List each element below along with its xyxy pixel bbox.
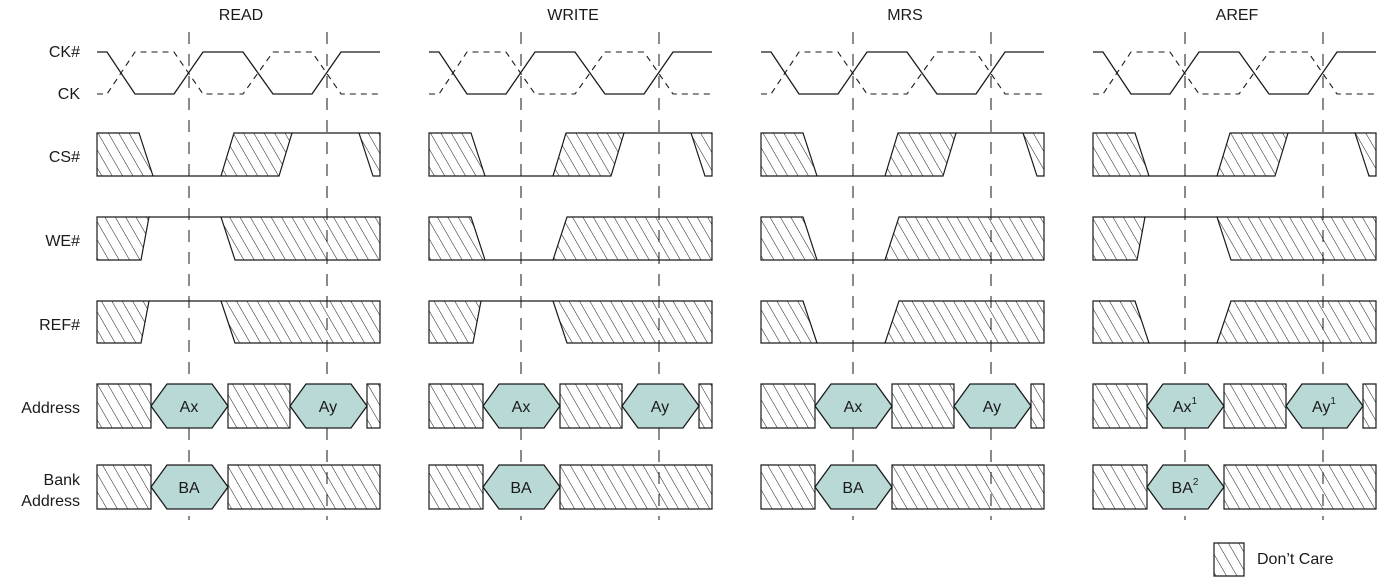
ref-dont-care <box>760 300 818 344</box>
address-value-1: Ax1 <box>1173 396 1198 416</box>
ck-bar-waveform <box>97 51 380 95</box>
signal-label-ck: CK <box>58 86 81 103</box>
legend-dont-care-label: Don’t Care <box>1257 551 1334 568</box>
panel-title: READ <box>219 7 263 24</box>
ck-waveform <box>429 51 712 95</box>
bank-dont-care <box>428 464 484 510</box>
we-dont-care <box>884 216 1045 261</box>
cs-dont-care <box>1022 132 1045 177</box>
cs-dont-care <box>690 132 713 177</box>
address-dont-care <box>559 383 623 429</box>
bank-dont-care <box>96 464 152 510</box>
cs-dont-care <box>1092 132 1150 177</box>
bank-dont-care <box>1223 464 1377 510</box>
address-value-2: Ay1 <box>1312 396 1336 416</box>
address-value-1: Ax <box>844 399 863 416</box>
ck-waveform <box>761 51 1044 95</box>
we-dont-care <box>1216 216 1377 261</box>
ref-dont-care <box>220 300 381 344</box>
signal-label-we: WE# <box>45 233 80 250</box>
bank-dont-care <box>1092 464 1148 510</box>
address-dont-care <box>366 383 381 429</box>
ck-bar-waveform <box>761 51 1044 95</box>
we-dont-care <box>96 216 150 261</box>
address-dont-care <box>698 383 713 429</box>
ref-dont-care <box>1092 300 1150 344</box>
legend: Don’t Care <box>1213 542 1334 577</box>
address-dont-care <box>428 383 484 429</box>
ref-dont-care <box>428 300 482 344</box>
address-dont-care <box>1092 383 1148 429</box>
ck-waveform <box>1093 51 1376 95</box>
cs-dont-care <box>760 132 818 177</box>
bank-dont-care <box>559 464 713 510</box>
bank-dont-care <box>227 464 381 510</box>
address-dont-care <box>1030 383 1045 429</box>
cs-dont-care <box>884 132 957 177</box>
address-value-1: Ax <box>512 399 531 416</box>
address-dont-care <box>760 383 816 429</box>
signal-label-address: Address <box>21 400 80 417</box>
we-dont-care <box>760 216 818 261</box>
cs-dont-care <box>358 132 381 177</box>
bank-address-value: BA2 <box>1172 477 1199 497</box>
signal-label-cs: CS# <box>49 149 80 166</box>
address-value-2: Ay <box>651 399 669 416</box>
signal-label-bank: Bank <box>44 472 81 489</box>
panel-title: MRS <box>887 7 923 24</box>
bank-address-value: BA <box>510 480 532 497</box>
cs-dont-care <box>552 132 625 177</box>
we-dont-care <box>1092 216 1146 261</box>
address-value-2: Ay <box>983 399 1001 416</box>
ref-dont-care <box>884 300 1045 344</box>
address-dont-care <box>891 383 955 429</box>
signal-labels: CK# CK CS# WE# REF# Address Bank Address <box>21 44 81 510</box>
we-dont-care <box>220 216 381 261</box>
ck-waveform <box>97 51 380 95</box>
we-dont-care <box>428 216 486 261</box>
bank-address-value: BA <box>842 480 864 497</box>
address-dont-care <box>1362 383 1377 429</box>
cs-dont-care <box>428 132 486 177</box>
signal-label-ck-bar: CK# <box>49 44 80 61</box>
panel-title: AREF <box>1216 7 1259 24</box>
legend-dont-care-swatch <box>1213 542 1245 577</box>
we-dont-care <box>552 216 713 261</box>
signal-label-ref: REF# <box>39 317 80 334</box>
panel-title: WRITE <box>547 7 599 24</box>
cs-dont-care <box>1354 132 1377 177</box>
address-value-2: Ay <box>319 399 337 416</box>
address-dont-care <box>96 383 152 429</box>
signal-label-bank-address: Address <box>21 493 80 510</box>
ref-dont-care <box>1216 300 1377 344</box>
ck-bar-waveform <box>429 51 712 95</box>
address-dont-care <box>1223 383 1287 429</box>
cs-dont-care <box>1216 132 1289 177</box>
ref-dont-care <box>552 300 713 344</box>
bank-address-value: BA <box>178 480 200 497</box>
bank-dont-care <box>760 464 816 510</box>
cs-dont-care <box>96 132 154 177</box>
address-dont-care <box>227 383 291 429</box>
address-value-1: Ax <box>180 399 199 416</box>
ck-bar-waveform <box>1093 51 1376 95</box>
ref-dont-care <box>96 300 150 344</box>
bank-dont-care <box>891 464 1045 510</box>
cs-dont-care <box>220 132 293 177</box>
